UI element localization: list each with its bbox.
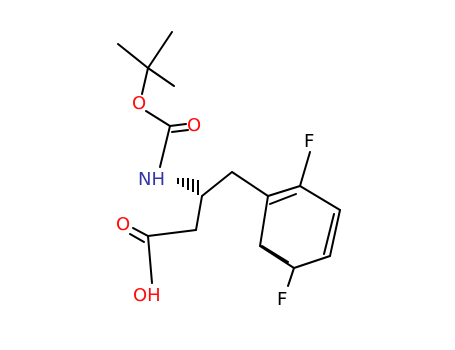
bond-cooh-oh (147, 235, 153, 284)
atom-oxygen-carbonyl-boc: O (187, 115, 201, 136)
bond-ring-5 (259, 245, 295, 269)
atom-oxygen-ether: O (132, 93, 146, 114)
bond-calpha-ch2 (195, 195, 203, 231)
bond-ch2-cooh (147, 229, 197, 237)
bond-ring-double-3 (261, 245, 289, 263)
atom-fluorine-top: F (304, 131, 314, 152)
bond-carbonyl-c-o-b (171, 129, 189, 133)
bond-tbu-o (141, 67, 149, 95)
atom-fluorine-bottom: F (277, 289, 287, 310)
bond-tbu-me1 (117, 43, 149, 69)
bond-ring-1 (267, 185, 301, 197)
bond-c-f-bottom (287, 267, 295, 287)
bond-o-carbonyl-c (145, 110, 171, 127)
bond-carbonyl-c-n (159, 125, 171, 168)
atom-oxygen-carbonyl-acid: O (116, 214, 130, 235)
atom-hydroxyl: OH (133, 285, 161, 306)
bond-ring-4 (293, 255, 331, 269)
bond-carbonyl-c-o-a (169, 123, 187, 127)
bond-tbu-me2 (147, 31, 173, 69)
bond-cooh-o-b (129, 233, 145, 243)
bond-calpha-benzyl (201, 171, 233, 197)
bond-cooh-o-a (132, 227, 149, 237)
bond-benzyl-ring (231, 171, 269, 197)
bond-ring-3 (329, 209, 341, 257)
atom-nitrogen-nh: NH (138, 169, 165, 190)
bond-c-f-top (299, 151, 311, 187)
bond-group (117, 31, 341, 287)
bond-ring-6 (259, 195, 269, 247)
bond-ring-2 (299, 185, 341, 211)
bond-ring-double-2 (323, 213, 335, 255)
stereo-hash-bond (177, 178, 199, 195)
bond-tbu-me3 (147, 67, 175, 87)
bond-ring-double-1 (269, 193, 297, 205)
